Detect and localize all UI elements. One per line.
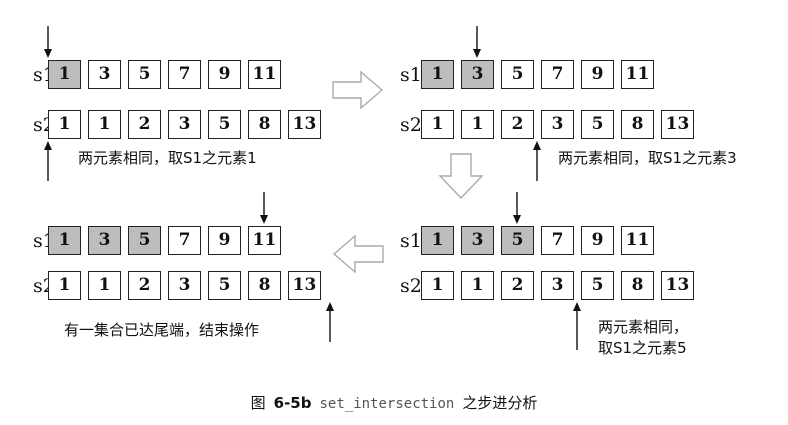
s2-cell: 13 <box>661 110 694 139</box>
figure-caption-suffix: 之步进分析 <box>462 394 538 412</box>
s1-cell: 11 <box>248 60 281 89</box>
s2-cell: 13 <box>661 271 694 300</box>
s2-cell: 5 <box>208 110 241 139</box>
step-caption: 两元素相同，取S1之元素3 <box>558 148 737 168</box>
s2-label: s2 <box>400 114 422 136</box>
s2-cell: 1 <box>421 110 454 139</box>
s1-cell: 5 <box>501 226 534 255</box>
s2-label: s2 <box>400 275 422 297</box>
s1-cell: 7 <box>168 226 201 255</box>
figure-caption-code: set_intersection <box>319 396 455 412</box>
flow-arrow-right-icon <box>332 70 384 110</box>
figure-caption-number: 6-5b <box>273 394 312 412</box>
s1-cell: 5 <box>128 226 161 255</box>
s1-cell: 11 <box>248 226 281 255</box>
s1-cell: 5 <box>501 60 534 89</box>
s2-cell: 2 <box>128 110 161 139</box>
s1-iterator-arrow <box>260 192 268 224</box>
s2-cell: 3 <box>168 271 201 300</box>
s2-cell: 3 <box>541 110 574 139</box>
figure-caption-prefix: 图 <box>250 394 266 412</box>
s1-cell: 9 <box>208 226 241 255</box>
s2-cell: 2 <box>501 271 534 300</box>
s2-cell: 2 <box>128 271 161 300</box>
s2-cell: 1 <box>88 110 121 139</box>
s2-cell: 3 <box>168 110 201 139</box>
s2-iterator-arrow <box>326 302 334 342</box>
s1-cell: 11 <box>621 60 654 89</box>
s2-iterator-arrow <box>573 302 581 350</box>
s1-cell: 3 <box>461 226 494 255</box>
step-caption: 两元素相同， 取S1之元素5 <box>598 317 688 359</box>
s2-iterator-arrow <box>533 141 541 181</box>
s1-cell: 3 <box>88 226 121 255</box>
s2-cell: 8 <box>621 110 654 139</box>
step-caption-line: 取S1之元素5 <box>598 339 687 357</box>
s1-cell: 1 <box>421 226 454 255</box>
s2-cell: 5 <box>581 110 614 139</box>
s1-cell: 9 <box>581 226 614 255</box>
s1-label: s1 <box>400 230 422 252</box>
s1-label: s1 <box>400 64 422 86</box>
s2-cell: 13 <box>288 271 321 300</box>
figure-caption: 图 6-5b set_intersection 之步进分析 <box>0 392 788 413</box>
s2-cell: 8 <box>248 271 281 300</box>
s2-cell: 3 <box>541 271 574 300</box>
s1-cell: 9 <box>208 60 241 89</box>
s1-cell: 1 <box>48 60 81 89</box>
step-caption-line: 两元素相同，取S1之元素1 <box>78 149 257 167</box>
s1-cell: 5 <box>128 60 161 89</box>
s2-cell: 1 <box>421 271 454 300</box>
step-caption-line: 有一集合已达尾端，结束操作 <box>64 321 260 339</box>
s2-cell: 13 <box>288 110 321 139</box>
s2-cell: 5 <box>208 271 241 300</box>
s2-cell: 8 <box>621 271 654 300</box>
s2-cell: 1 <box>461 271 494 300</box>
s2-cell: 1 <box>88 271 121 300</box>
s1-cell: 3 <box>461 60 494 89</box>
s1-cell: 7 <box>541 60 574 89</box>
s1-cell: 11 <box>621 226 654 255</box>
flow-arrow-down-icon <box>438 153 484 200</box>
s1-cell: 3 <box>88 60 121 89</box>
step-caption-line: 两元素相同， <box>598 318 689 336</box>
s2-cell: 1 <box>48 271 81 300</box>
s2-cell: 1 <box>48 110 81 139</box>
s1-cell: 9 <box>581 60 614 89</box>
step-caption-line: 两元素相同，取S1之元素3 <box>558 149 737 167</box>
s2-cell: 8 <box>248 110 281 139</box>
s1-iterator-arrow <box>44 26 52 58</box>
s2-cell: 2 <box>501 110 534 139</box>
s2-cell: 5 <box>581 271 614 300</box>
s1-cell: 1 <box>48 226 81 255</box>
s1-cell: 1 <box>421 60 454 89</box>
s1-cell: 7 <box>168 60 201 89</box>
step-caption: 两元素相同，取S1之元素1 <box>78 148 257 168</box>
s2-iterator-arrow <box>44 141 52 181</box>
flow-arrow-left-icon <box>332 234 384 274</box>
s2-cell: 1 <box>461 110 494 139</box>
s1-cell: 7 <box>541 226 574 255</box>
s1-iterator-arrow <box>513 192 521 224</box>
step-caption: 有一集合已达尾端，结束操作 <box>64 320 259 340</box>
s1-iterator-arrow <box>473 26 481 58</box>
